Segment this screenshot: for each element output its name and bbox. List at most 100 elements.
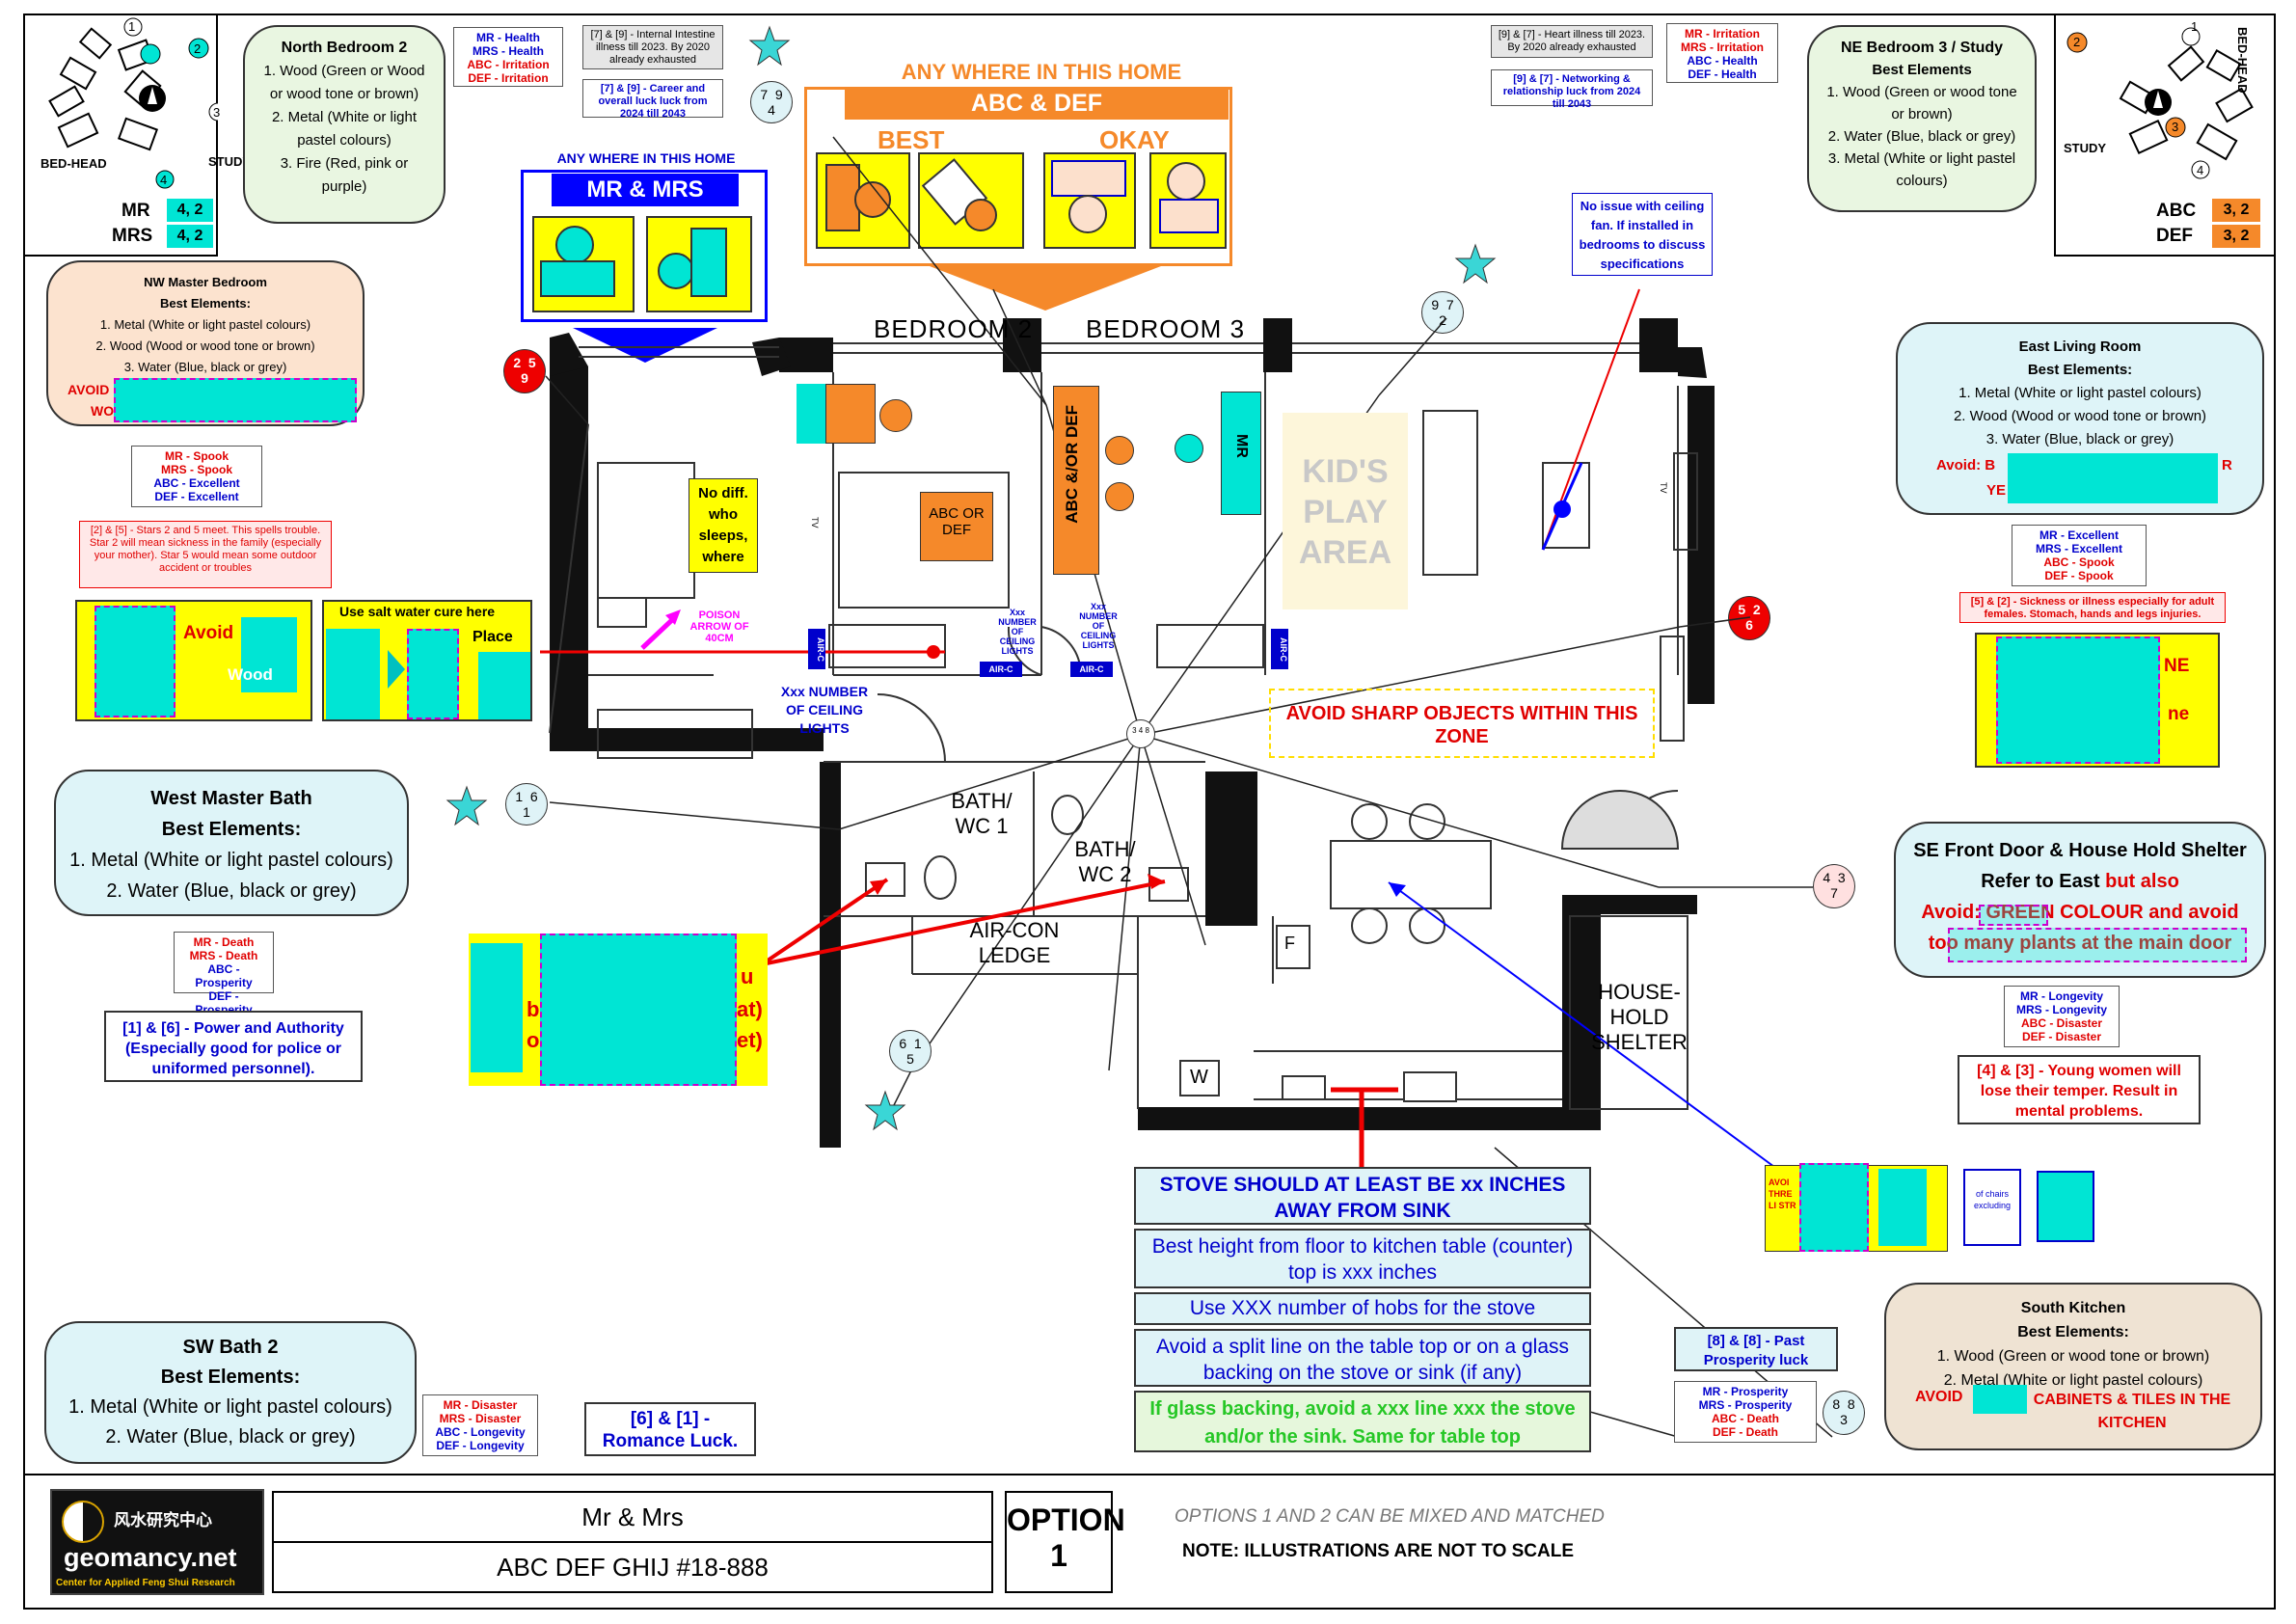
south-avoid: AVOID [1915, 1389, 1963, 1405]
mr-tile-2-rect [690, 228, 727, 297]
c437-b: 3 [1837, 870, 1846, 885]
east-l3: 3. Water (Blue, black or grey) [1985, 431, 2174, 447]
poison-label: POISON ARROW OF 40CM [689, 609, 749, 644]
south-l1: 1. Wood (Green or wood tone or brown) [1936, 1348, 2210, 1365]
mr-tile-2-circle [658, 253, 694, 289]
anywhere-abc-bar: ABC & DEF [845, 87, 1229, 120]
nb2-l6: purple) [321, 178, 367, 195]
nw-redacted [114, 378, 357, 422]
nw-luck-def: DEF - Excellent [154, 490, 239, 503]
logo-cn: 风水研究中心 [114, 1511, 212, 1529]
se-remedy-2 [1963, 1169, 2021, 1246]
ne-l5: colours) [1896, 173, 1948, 189]
kitchen-note-2: Best height from floor to kitchen table … [1134, 1229, 1591, 1288]
south-title: South Kitchen [2020, 1300, 2126, 1316]
bed3-circle-3 [1175, 434, 1203, 463]
east-title: East Living Room [2018, 338, 2142, 355]
east-l2: 2. Wood (Wood or wood tone or brown) [1953, 408, 2207, 424]
nw-remedy-2-cyan2 [407, 629, 459, 719]
c161-c: 1 [523, 804, 530, 820]
west-remedy-cyan2 [540, 934, 737, 1086]
okay-tile-1-circle [1068, 195, 1107, 233]
west-bath-box: West Master Bath Best Elements: 1. Metal… [54, 770, 409, 916]
c526-a: 5 [1738, 602, 1746, 617]
bed2-cyan-block [797, 384, 829, 444]
bath2-label: BATH/ WC 2 [1074, 837, 1136, 886]
compass-left-n2: 2 [194, 41, 202, 56]
nw-note: [2] & [5] - Stars 2 and 5 meet. This spe… [79, 521, 332, 588]
nw-luck-mr: MR - Spook [165, 449, 229, 463]
okay-label: OKAY [1099, 125, 1170, 154]
south-luck-def: DEF - Death [1712, 1425, 1778, 1439]
bed2-circle [879, 399, 912, 432]
household-label: HOUSE- HOLD SHELTER [1591, 980, 1688, 1054]
south-redacted [1973, 1385, 2027, 1414]
nb2-luck-abc: ABC - Irritation [467, 58, 550, 71]
page-frame [23, 14, 2276, 1610]
nb2-l4: pastel colours) [297, 132, 392, 149]
ne-note2: [9] & [7] - Networking & relationship lu… [1491, 69, 1653, 110]
sw-luck: MR - Disaster MRS - Disaster ABC - Longe… [422, 1394, 538, 1456]
ne-title: NE Bedroom 3 / Study [1840, 40, 2004, 56]
nw-l3: 3. Water (Blue, black or grey) [123, 360, 287, 374]
logo-sub: Center for Applied Feng Shui Research [56, 1578, 235, 1588]
west-title: West Master Bath [150, 788, 312, 809]
ne-luck-mrs: MRS - Irritation [1681, 41, 1764, 54]
se-l3: too many plants at the main door [1928, 933, 2232, 954]
compass-right-study: STUDY [2064, 141, 2107, 155]
west-luck-mrs: MRS - Death [189, 949, 258, 962]
se-l1: Refer to East but also [1902, 866, 2258, 897]
mr-vertical-label: MR [1233, 434, 1250, 458]
compass-left-study: STUDY [208, 154, 252, 169]
c883-b: 8 [1847, 1396, 1855, 1412]
east-sub: Best Elements: [2027, 362, 2133, 378]
nw-title: NW Master Bedroom [144, 275, 267, 289]
nw-luck-abc: ABC - Excellent [153, 476, 240, 490]
bedroom3-label: BEDROOM 3 [1086, 314, 1246, 343]
south-tail: CABINETS & TILES IN THE KITCHEN [2033, 1392, 2231, 1431]
east-remedy-ne: NE [2164, 656, 2190, 676]
kitchen-note-4: Avoid a split line on the table top or o… [1134, 1329, 1591, 1387]
c161-b: 6 [529, 789, 538, 804]
nb2-title: North Bedroom 2 [281, 40, 408, 56]
nb2-l2: or wood tone or brown) [269, 86, 419, 102]
best-tile-2-circle [964, 199, 997, 231]
se-title: SE Front Door & House Hold Shelter [1913, 840, 2247, 861]
c615-b: 1 [913, 1036, 922, 1051]
compass-right-n4: 4 [2197, 163, 2204, 177]
sw-luck-mrs: MRS - Disaster [439, 1412, 522, 1425]
nw-remedy-avoid: Avoid [183, 623, 234, 643]
c526-b: 2 [1752, 602, 1761, 617]
c972-a: 9 [1431, 297, 1440, 312]
se-note: [4] & [3] - Young women will lose their … [1958, 1055, 2201, 1124]
west-l2: 2. Water (Blue, black or grey) [106, 880, 357, 902]
c972-b: 7 [1445, 297, 1454, 312]
anywhere-mr-bar: MR & MRS [552, 174, 739, 206]
tv-label-2: TV [1659, 482, 1668, 494]
okay-tile-1-rect [1051, 160, 1126, 197]
se-remedy-cyan1 [1799, 1163, 1869, 1252]
client-name: Mr & Mrs [581, 1502, 684, 1531]
east-redacted [2008, 453, 2218, 503]
se-l1a: Refer to East [1981, 871, 2100, 892]
nb2-note1: [7] & [9] - Internal Intestine illness t… [582, 25, 723, 69]
west-note: [1] & [6] - Power and Authority (Especia… [104, 1011, 363, 1082]
se-remedy-chairs: of chairs excluding [1973, 1189, 2012, 1210]
anywhere-abc-arrow [930, 266, 1161, 311]
anywhere-mr-title: ANY WHERE IN THIS HOME [556, 150, 736, 166]
east-avoid: Avoid: B [1936, 457, 1996, 474]
c883-a: 8 [1832, 1396, 1841, 1412]
sw-luck-abc: ABC - Longevity [435, 1425, 526, 1439]
nw-remedy-2-cyan3 [478, 652, 530, 719]
south-l2: 2. Metal (White or light pastel colours) [1943, 1372, 2203, 1389]
compass-right-n2: 2 [2073, 35, 2081, 49]
anywhere-mr-arrow [573, 328, 717, 363]
mr-vertical-block [1221, 392, 1261, 515]
sw-luck-mr: MR - Disaster [443, 1398, 518, 1412]
ne-luck-def: DEF - Health [1688, 68, 1757, 81]
nw-wo: WO [91, 403, 115, 419]
ne-sub: Best Elements [1872, 62, 1972, 78]
sw-sub: Best Elements: [160, 1367, 301, 1388]
